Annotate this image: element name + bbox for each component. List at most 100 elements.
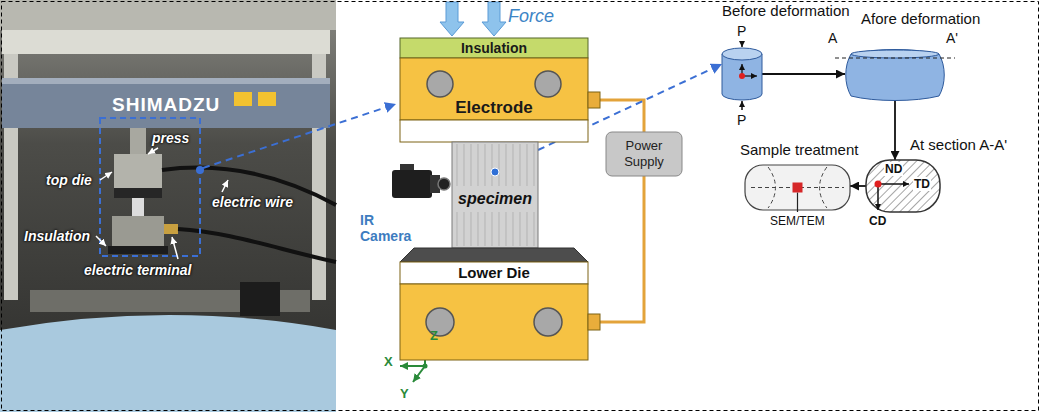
deformed-specimen-shape — [845, 50, 945, 100]
section-ground — [866, 160, 940, 212]
leader-arrow — [100, 172, 112, 180]
brand-mark: SHIMADZU — [112, 94, 220, 115]
specimen-stripe — [478, 144, 479, 186]
specimen-stripe — [520, 212, 521, 246]
die-body — [400, 284, 588, 360]
load-label: P — [737, 112, 746, 128]
load-arrow — [741, 101, 743, 110]
leader-arrow — [148, 148, 158, 154]
specimen-stripe — [499, 144, 500, 186]
photo-callout: electric terminal — [84, 262, 191, 278]
power-wire — [588, 176, 644, 322]
process-arrow — [850, 185, 866, 187]
cylinder-body — [722, 54, 762, 100]
label-anchor: A — [828, 30, 837, 46]
initial-specimen-shape — [722, 48, 762, 100]
box-label: specimen — [458, 189, 532, 208]
box-label: Electrode — [455, 98, 532, 118]
direction-label: CD — [869, 214, 886, 228]
sample-site — [793, 183, 803, 193]
leader-line — [797, 193, 798, 213]
specimen-stripe — [527, 212, 528, 246]
crosshead-edge — [2, 78, 330, 84]
section-hatch — [866, 160, 940, 212]
label-anchor: A' — [946, 30, 958, 46]
bolt-hole — [534, 308, 562, 336]
direction-arrow — [878, 183, 909, 185]
force-label: Force — [508, 6, 554, 26]
direction-arrow — [877, 184, 879, 210]
specimen-stripe — [506, 212, 507, 246]
press-rod — [130, 128, 146, 154]
label-anchor: P — [737, 112, 746, 128]
initial-specimen: Before deformation — [722, 48, 762, 100]
force-arrow — [440, 2, 464, 36]
specimen — [132, 198, 144, 216]
specimen-stripe — [534, 144, 535, 186]
cylinder-top — [722, 48, 762, 60]
barrel-top — [851, 50, 939, 58]
specimen-stripe — [527, 144, 528, 186]
specimen-stripe — [471, 212, 472, 246]
specimen-stripe — [513, 212, 514, 246]
lower-die — [112, 216, 164, 246]
shape-heading: Afore deformation — [861, 10, 980, 28]
specimen-stripe — [457, 212, 458, 246]
warning-sticker — [258, 92, 276, 106]
bolt-hole — [535, 71, 561, 97]
label-anchor: Insulation — [24, 228, 90, 244]
electrode-body — [400, 58, 588, 120]
camera-body — [392, 170, 432, 198]
photo-ground — [0, 0, 336, 412]
shape-heading: Sample treatment — [740, 141, 858, 159]
box-label: Power Supply — [610, 138, 678, 170]
camera-lens — [438, 178, 450, 190]
power-supply-box — [606, 132, 682, 176]
label-anchor: electric terminal — [84, 262, 191, 278]
focus-dot — [491, 168, 499, 176]
photo-callout: top die — [46, 172, 92, 188]
point-mark — [739, 73, 745, 79]
leader-arrow — [222, 180, 228, 192]
specimen-stripe — [471, 144, 472, 186]
label-anchor: electric wire — [212, 194, 293, 210]
process-arrow — [762, 73, 845, 75]
machine-column — [4, 30, 18, 300]
specimen-stripe — [464, 144, 465, 186]
point-mark — [875, 181, 882, 188]
axis-label: X — [384, 354, 393, 369]
axis-origin — [423, 364, 428, 369]
camera-label: IR Camera — [360, 212, 422, 244]
electric-terminal — [588, 92, 600, 108]
label-anchor: ND — [884, 162, 903, 176]
sample-slice-shape — [745, 165, 850, 210]
label-anchor: TD — [913, 177, 931, 191]
specimen-stripe — [513, 144, 514, 186]
control-box — [240, 282, 280, 316]
specimen-stripe — [485, 212, 486, 246]
label-anchor: top die — [46, 172, 92, 188]
y-axis — [413, 366, 425, 382]
blue-cover — [0, 315, 336, 412]
method-label: SEM/TEM — [770, 214, 825, 228]
axis-label: Z — [430, 328, 438, 343]
label-anchor: IR Camera — [360, 212, 422, 244]
label-anchor: SHIMADZU — [112, 94, 220, 115]
specimen-stripe — [520, 144, 521, 186]
power-supply-box: Power Supply — [606, 132, 682, 176]
leader-arrow — [172, 237, 178, 259]
specimen-stripe — [485, 144, 486, 186]
machine-photo — [0, 0, 336, 412]
insulation-plate — [114, 188, 162, 198]
leader-arrow — [96, 236, 106, 246]
electric-terminal — [588, 314, 600, 330]
label-anchor: Y — [400, 386, 409, 401]
label-anchor: X — [384, 354, 393, 369]
x-axis — [400, 365, 425, 367]
insulation-plate — [400, 38, 588, 58]
specimen-cylinder: specimen — [452, 142, 538, 248]
electrode-band — [400, 120, 588, 142]
